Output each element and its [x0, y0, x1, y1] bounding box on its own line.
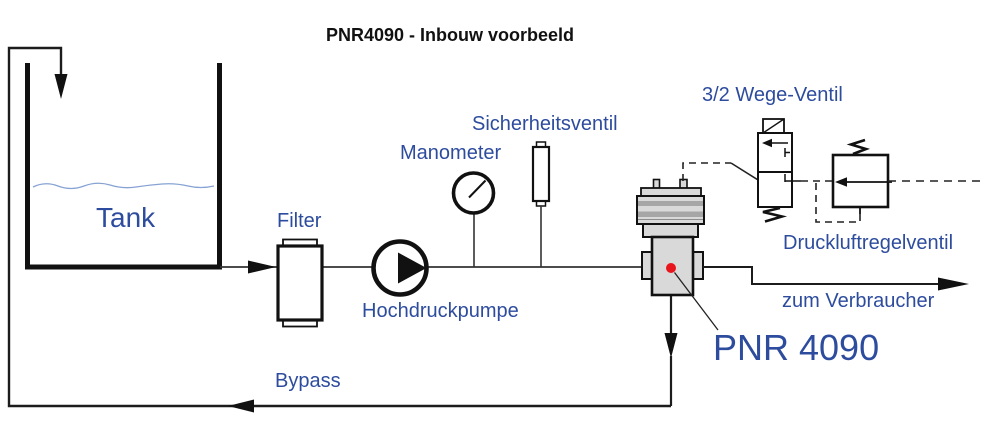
tank-walls	[25, 63, 222, 270]
page-title: PNR4090 - Inbouw voorbeeld	[326, 25, 575, 45]
blocked-port-top	[784, 148, 790, 157]
outlet-port-bottom	[784, 174, 801, 182]
solenoid-diagonal	[762, 118, 785, 134]
safety-valve-label: Sicherheitsventil	[472, 113, 618, 135]
safety-valve-body	[531, 145, 551, 203]
pump-symbol	[371, 239, 429, 297]
pressure-regulator-symbol	[801, 138, 980, 223]
regulator-flow-arrowhead	[835, 177, 847, 187]
way-valve-label: 3/2 Wege-Ventil	[702, 84, 843, 106]
valve-position-bottom-square	[757, 171, 793, 208]
valve-stripe-1	[638, 201, 703, 206]
manometer-label: Manometer	[400, 142, 502, 164]
filter-symbol	[276, 238, 324, 328]
bypass-down-arrow	[664, 333, 678, 358]
red-indicator-dot	[666, 263, 676, 273]
valve-right-flange	[692, 251, 704, 280]
tank-symbol	[25, 63, 222, 270]
consumer-label: zum Verbraucher	[782, 290, 935, 312]
filter-label: Filter	[277, 210, 322, 232]
dashed-feedback-loop	[815, 183, 861, 223]
manometer-needle	[468, 179, 487, 199]
valve-top-plate	[640, 187, 702, 197]
flow-path-arrowhead	[762, 138, 772, 148]
manometer-symbol	[451, 171, 496, 267]
safety-valve-symbol	[531, 141, 551, 267]
consumer-flow-arrow	[938, 277, 969, 291]
spring-symbol-regulator	[846, 138, 871, 156]
spring-symbol-valve	[762, 206, 788, 223]
filter-body	[276, 244, 324, 322]
suction-flow-arrow	[248, 260, 276, 274]
pnr4090-valve-symbol	[636, 178, 719, 331]
consumer-output-line	[703, 266, 969, 291]
pnr-product-label: PNR 4090	[713, 327, 880, 368]
solenoid-32-valve-symbol	[757, 118, 801, 223]
water-surface-wave	[32, 182, 215, 190]
bypass-label: Bypass	[275, 370, 341, 392]
output-pipe-path	[703, 266, 939, 285]
pump-label: Hochdruckpumpe	[362, 300, 519, 322]
tank-inlet-arrow	[54, 74, 68, 99]
valve-bypass-drop	[664, 295, 678, 406]
bypass-left-arrow	[228, 399, 254, 413]
bypass-return-line	[7, 46, 671, 413]
tank-label: Tank	[96, 202, 156, 233]
valve-neck	[642, 223, 699, 238]
valve-stripe-2	[638, 211, 703, 217]
pilot-dashed-path	[682, 162, 731, 181]
pump-direction-triangle	[398, 252, 427, 284]
pnr-label-leader-line	[673, 272, 719, 331]
valve-left-flange	[641, 251, 653, 280]
air-regulator-label: Druckluftregelventil	[783, 232, 954, 254]
